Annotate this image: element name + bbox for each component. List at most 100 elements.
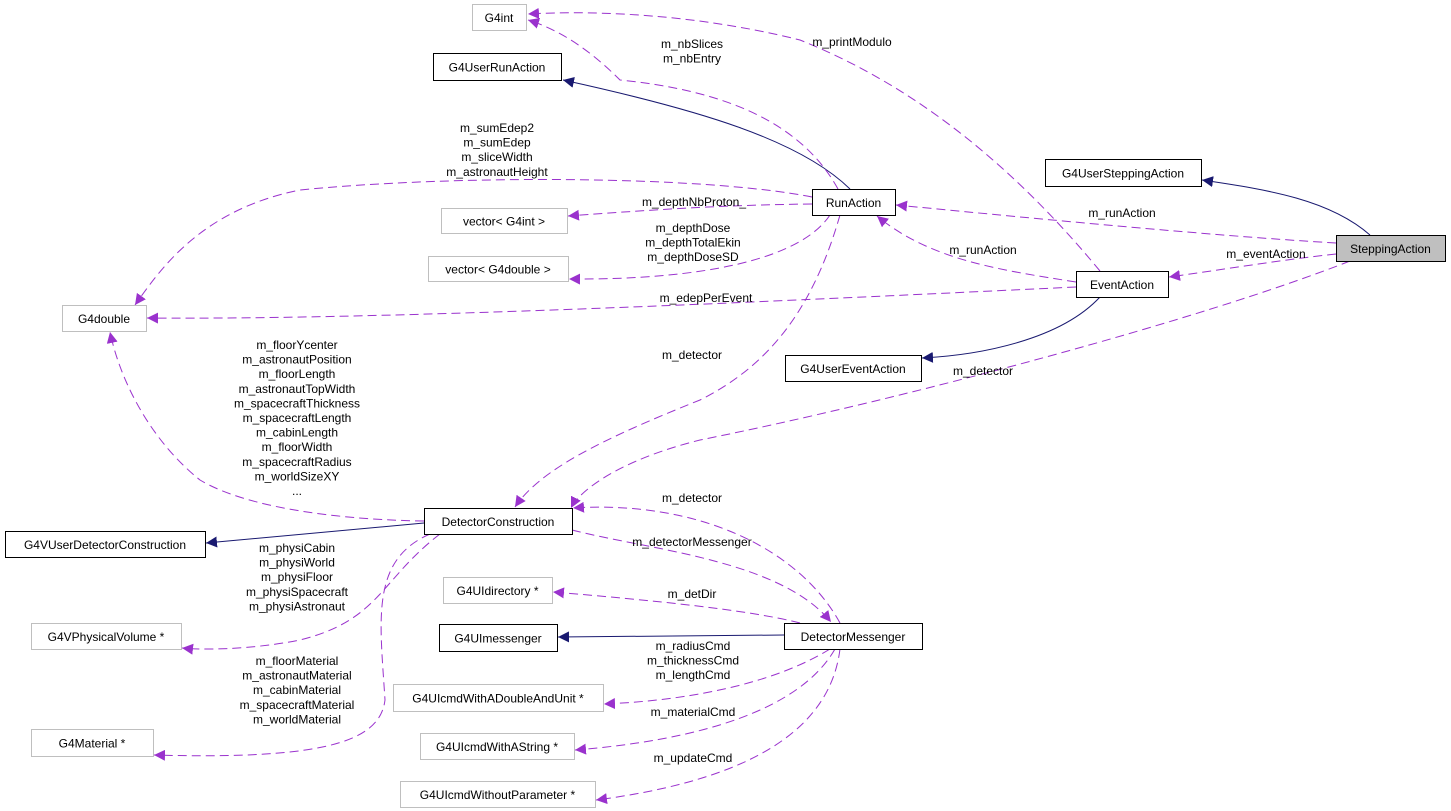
node-label: G4UIdirectory * [456,584,538,598]
edge-DetectorMessenger-to-G4UIcmdWithoutParameter: m_updateCmd [595,648,841,805]
edge-label: m_astronautTopWidth [239,382,356,396]
node-DetectorMessenger[interactable]: DetectorMessenger [784,623,923,650]
node-box [428,256,569,282]
node-label: G4UIcmdWithADoubleAndUnit * [412,692,584,706]
edge-DetectorMessenger-to-DetectorConstruction: m_detector [572,491,841,624]
node-G4UserRunAction[interactable]: G4UserRunAction [433,53,562,81]
inheritance-arrow [562,76,851,190]
node-RunAction[interactable]: RunAction [812,189,896,216]
node-label: G4UIcmdWithoutParameter * [420,788,576,802]
edge-label: m_worldMaterial [253,712,341,726]
node-label: G4int [485,11,514,25]
edge-SteppingAction-to-RunAction: m_runAction [895,200,1337,244]
inheritance-arrow [921,296,1101,363]
edge-label: m_nbEntry [663,52,721,66]
edge-label: m_sliceWidth [461,150,532,164]
edge-label: m_astronautPosition [242,353,351,367]
edge-DetectorConstruction-to-G4VPhysicalVolume: m_physiCabinm_physiWorldm_physiFloorm_ph… [181,533,441,655]
node-G4UIcmdWithADoubleAndUnit: G4UIcmdWithADoubleAndUnit * [393,684,604,712]
node-G4UserEventAction[interactable]: G4UserEventAction [785,355,922,382]
node-G4UserSteppingAction[interactable]: G4UserSteppingAction [1045,159,1202,187]
node-G4Material: G4Material * [31,729,154,757]
usage-arrow [134,179,813,306]
node-G4UIcmdWithoutParameter: G4UIcmdWithoutParameter * [400,781,596,808]
node-box [424,508,573,535]
node-label: G4Material * [59,737,126,751]
usage-arrow [527,7,1101,272]
node-G4UImessenger[interactable]: G4UImessenger [439,624,558,652]
edge-DetectorConstruction-to-DetectorMessenger: m_detectorMessenger [571,529,832,623]
edge-label: m_physiCabin [259,541,335,555]
node-box [1336,235,1446,262]
node-box [393,684,604,712]
edge-label: m_sumEdep2 [460,121,534,135]
edge-label: m_physiWorld [259,556,335,570]
node-box [812,189,896,216]
edge-label: m_runAction [1088,206,1155,220]
node-box [5,531,206,558]
node-box [441,208,568,234]
edge-DetectorConstruction-to-G4double: m_floorYcenterm_astronautPositionm_floor… [106,331,425,522]
inheritance-arrow [205,522,425,548]
edge-DetectorConstruction-to-G4VUserDetectorConstruction [205,522,425,548]
edge-label: m_astronautMaterial [242,669,351,683]
node-label: G4UserEventAction [800,362,905,376]
node-label: G4UserSteppingAction [1062,167,1184,181]
node-G4VUserDetectorConstruction[interactable]: G4VUserDetectorConstruction [5,531,206,558]
edge-label: m_spacecraftLength [243,411,352,425]
node-box [62,305,147,332]
node-label: EventAction [1090,278,1154,292]
edge-label: m_astronautHeight [446,165,548,179]
node-EventAction[interactable]: EventAction [1076,271,1169,298]
node-label: vector< G4double > [445,263,550,277]
edge-label: m_updateCmd [654,751,733,765]
edge-label: m_detector [953,364,1013,378]
edge-label: ... [292,484,302,498]
node-label: G4UserRunAction [449,61,546,75]
usage-arrow [552,587,801,624]
node-G4UIcmdWithAString: G4UIcmdWithAString * [420,733,575,760]
usage-arrow [572,501,841,624]
edge-label: m_nbSlices [661,37,723,51]
inheritance-arrow [557,631,785,643]
node-box [1076,271,1169,298]
node-label: G4VPhysicalVolume * [48,630,165,644]
inheritance-arrow [1201,176,1371,236]
usage-arrow [567,203,813,221]
usage-arrow [895,200,1337,244]
edge-label: m_cabinLength [256,426,338,440]
node-vecInt: vector< G4int > [441,208,568,234]
edge-EventAction-to-G4UserEventAction [921,296,1101,363]
node-box [439,624,558,652]
node-box [472,4,527,31]
edge-RunAction-to-DetectorConstruction: m_detector [514,214,841,508]
node-vecDouble: vector< G4double > [428,256,569,282]
edge-label: m_cabinMaterial [253,683,341,697]
edge-label: m_spacecraftThickness [234,396,360,410]
edge-label: m_physiSpacecraft [246,585,349,599]
usage-arrow [571,529,832,623]
usage-arrow [574,648,836,755]
edge-EventAction-to-G4int: m_printModulo [527,7,1101,272]
node-box [31,623,182,650]
edge-SteppingAction-to-EventAction: m_eventAction [1168,247,1337,281]
node-box [420,733,575,760]
node-label: vector< G4int > [463,215,545,229]
node-G4double: G4double [62,305,147,332]
edge-SteppingAction-to-DetectorConstruction: m_detector [570,260,1351,509]
edge-label: m_depthDose [656,221,731,235]
edge-DetectorMessenger-to-G4UImessenger [557,631,785,643]
edge-label: m_physiFloor [261,570,333,584]
edge-label: m_floorWidth [262,440,333,454]
edge-label: m_floorMaterial [256,654,339,668]
usage-arrow [527,18,839,190]
edge-RunAction-to-vecInt: m_depthNbProton_ [567,195,813,221]
node-box [784,623,923,650]
edge-label: m_worldSizeXY [255,469,340,483]
node-box [31,729,154,757]
node-G4int: G4int [472,4,527,31]
edge-RunAction-to-G4double: m_sumEdep2m_sumEdepm_sliceWidthm_astrona… [134,121,813,306]
edge-label: m_eventAction [1226,247,1305,261]
node-DetectorConstruction[interactable]: DetectorConstruction [424,508,573,535]
